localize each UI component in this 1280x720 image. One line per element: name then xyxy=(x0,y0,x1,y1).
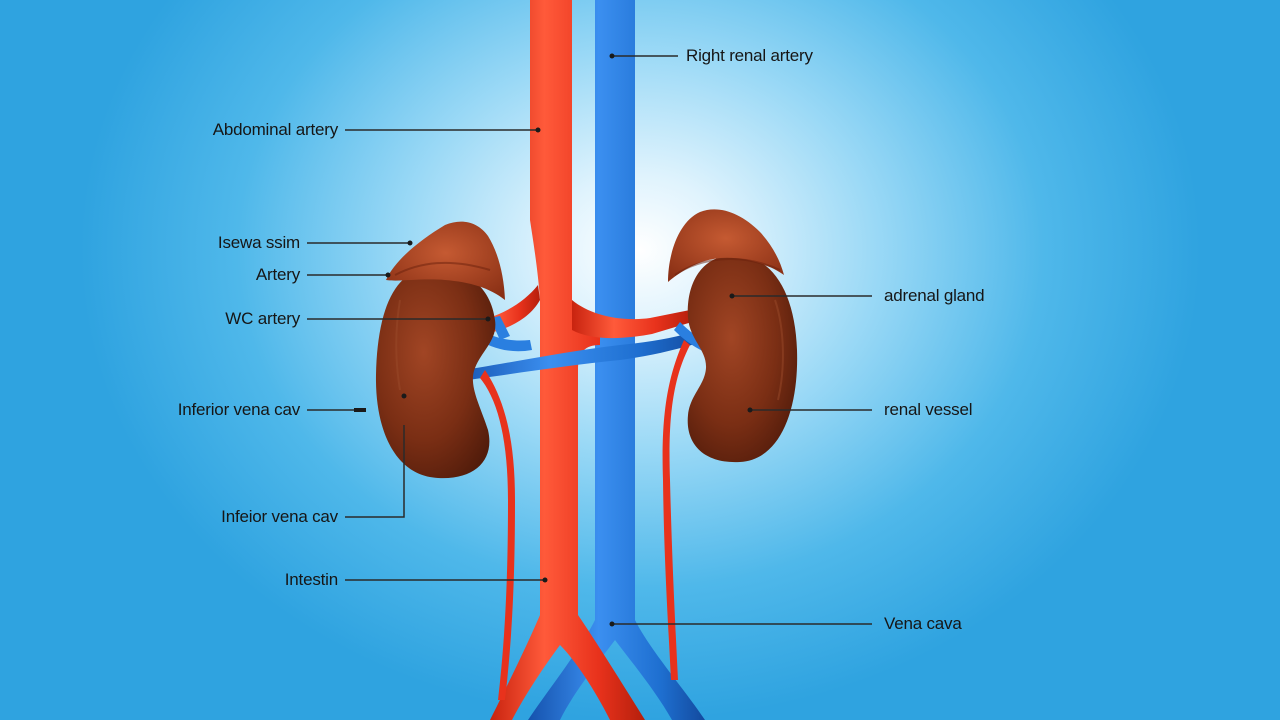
right-adrenal-gland xyxy=(668,209,784,282)
label-isewa-ssim: Isewa ssim xyxy=(217,233,300,252)
label-right-renal-artery: Right renal artery xyxy=(686,46,813,65)
label-vena-cava-right: Vena cava xyxy=(884,614,962,633)
label-renal-vessel: renal vessel xyxy=(884,400,973,419)
label-wc-artery: WC artery xyxy=(225,309,300,328)
label-intestine: Intestin xyxy=(284,570,338,589)
ureters xyxy=(480,340,690,700)
label-artery: Artery xyxy=(255,265,300,284)
leader-dots xyxy=(354,53,753,627)
label-abdominal-artery: Abdominal artery xyxy=(212,120,339,139)
label-inferior-vena-cava-lower: Infeior vena cav xyxy=(221,507,338,526)
label-inferior-vena-cava-upper: Inferior vena cav xyxy=(177,400,300,419)
left-adrenal-gland xyxy=(386,221,505,300)
leader-lines xyxy=(307,55,872,625)
left-kidney xyxy=(375,268,496,479)
right-kidney xyxy=(687,254,798,463)
label-adrenal-gland: adrenal gland xyxy=(884,286,985,305)
